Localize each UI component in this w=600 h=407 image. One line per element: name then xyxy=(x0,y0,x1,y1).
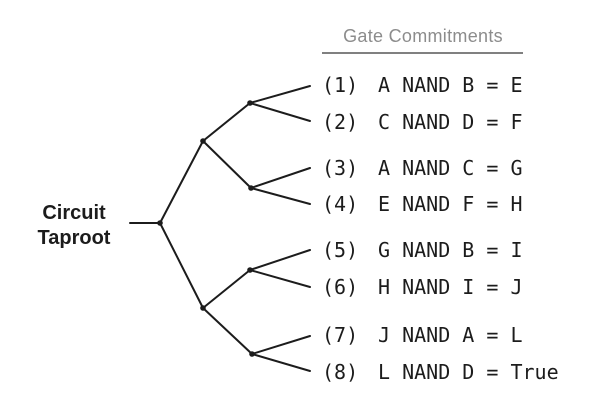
leaf-number: (2) xyxy=(322,110,359,134)
leaf-expression: E NAND F = H xyxy=(378,192,523,216)
tree-node-pair78 xyxy=(249,351,255,357)
leaf-expression: A NAND C = G xyxy=(378,156,523,180)
leaf-row-7: (7) J NAND A = L xyxy=(322,322,523,348)
tree-edge-leaf8 xyxy=(251,353,311,372)
tree-node-top xyxy=(200,138,206,144)
tree-edge-leaf1 xyxy=(249,85,311,104)
tree-edge-leaf2 xyxy=(249,102,311,122)
leaf-expression: L NAND D = True xyxy=(378,360,559,384)
tree-node-root xyxy=(157,220,163,226)
tree-edge-bottom-pair56 xyxy=(202,269,251,309)
leaf-row-6: (6) H NAND I = J xyxy=(322,274,523,300)
tree-edge-leaf5 xyxy=(249,249,311,271)
tree-edge-leaf4 xyxy=(250,187,311,205)
tree-node-pair34 xyxy=(248,185,254,191)
root-label-line1: Circuit xyxy=(42,202,106,224)
tree-node-pair12 xyxy=(247,100,253,106)
leaf-number: (5) xyxy=(322,238,359,262)
tree-edge-bottom-pair78 xyxy=(202,307,253,355)
leaf-number: (1) xyxy=(322,73,359,97)
leaf-row-4: (4) E NAND F = H xyxy=(322,191,523,217)
tree-edge-leaf7 xyxy=(251,335,311,355)
leaf-number: (8) xyxy=(322,360,359,384)
leaf-expression: C NAND D = F xyxy=(378,110,523,134)
leaf-expression: G NAND B = I xyxy=(378,238,523,262)
leaf-number: (3) xyxy=(322,156,359,180)
leaf-number: (6) xyxy=(322,275,359,299)
tree-node-pair56 xyxy=(247,267,253,273)
leaf-number: (4) xyxy=(322,192,359,216)
leaf-number: (7) xyxy=(322,323,359,347)
root-label-line2: Taproot xyxy=(37,227,111,249)
tree-edge-root-bottom xyxy=(159,222,204,309)
leaf-expression: A NAND B = E xyxy=(378,73,523,97)
tree-edge-leaf6 xyxy=(249,269,311,288)
tree-edge-leaf3 xyxy=(250,167,311,189)
leaf-row-5: (5) G NAND B = I xyxy=(322,237,523,263)
tree-edge-top-pair34 xyxy=(202,140,252,189)
leaf-expression: H NAND I = J xyxy=(378,275,523,299)
leaf-row-1: (1) A NAND B = E xyxy=(322,72,523,98)
gate-commitments-underline xyxy=(322,52,523,54)
tree-edge-root-top xyxy=(159,140,204,224)
leaf-row-2: (2) C NAND D = F xyxy=(322,109,523,135)
gate-commitments-title: Gate Commitments xyxy=(343,26,503,46)
leaf-row-3: (3) A NAND C = G xyxy=(322,155,523,181)
root-label: Circuit Taproot xyxy=(22,201,126,251)
leaf-expression: J NAND A = L xyxy=(378,323,523,347)
tree-node-bottom xyxy=(200,305,206,311)
leaf-row-8: (8) L NAND D = True xyxy=(322,359,559,385)
tree-edge-top-pair12 xyxy=(202,102,251,142)
